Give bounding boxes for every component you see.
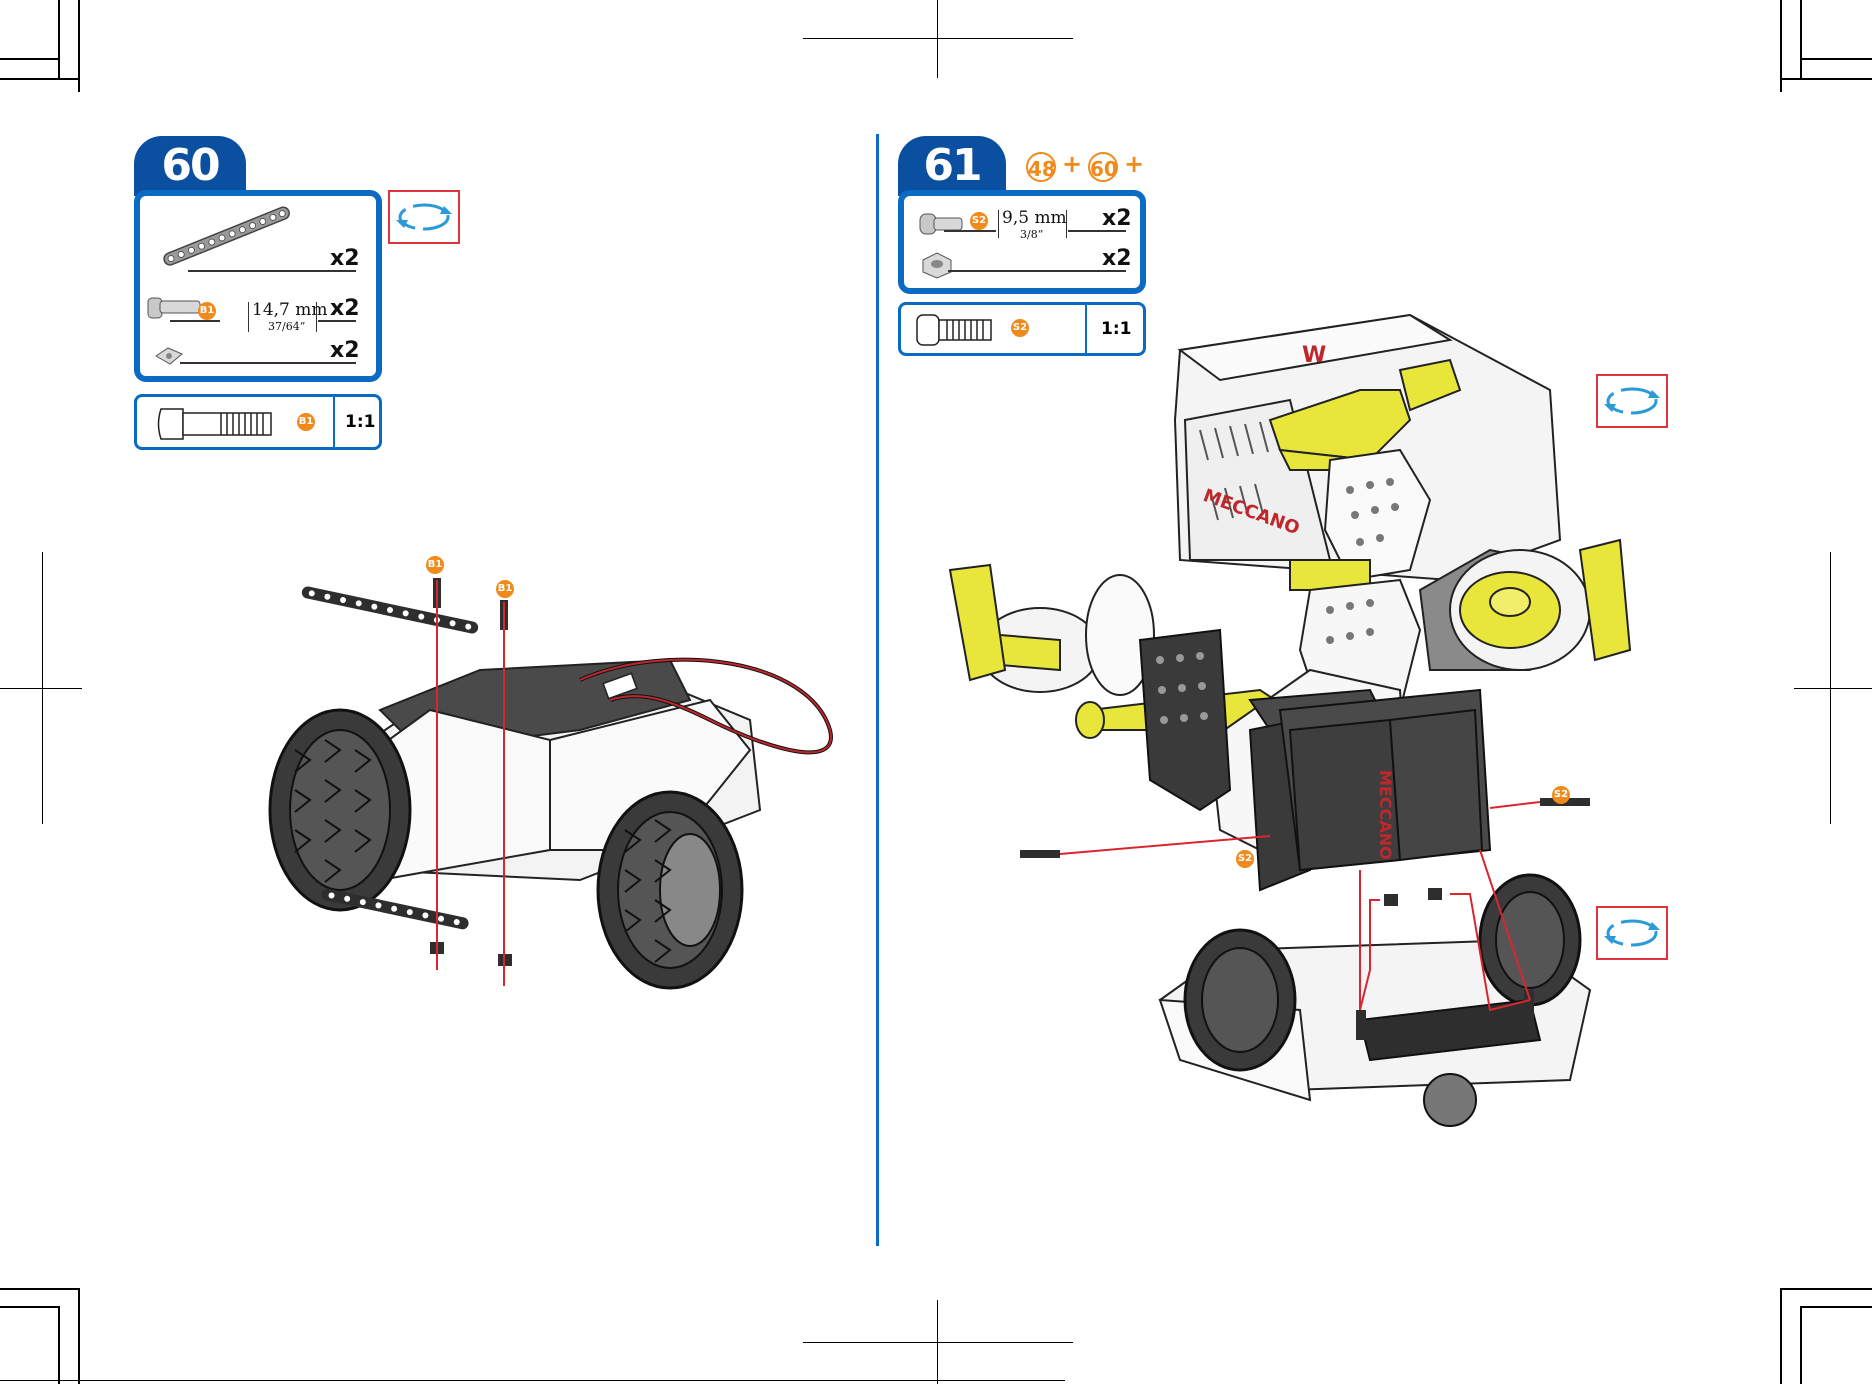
- rotate-view-icon: [388, 190, 460, 244]
- scale-label: 1:1: [345, 412, 375, 432]
- bolt-actual-size-icon: [155, 407, 275, 441]
- screw-icon: [918, 210, 968, 238]
- callout-b1-a: B1: [426, 556, 444, 574]
- svg-text:MECCANO: MECCANO: [1376, 770, 1395, 860]
- nut-qty: x2: [330, 338, 360, 363]
- s2-length-mm: 9,5 mm: [1002, 208, 1067, 228]
- s2-badge: S2: [970, 212, 988, 230]
- s2-length-in: 3/8”: [1020, 228, 1043, 241]
- nut-icon: [920, 250, 954, 280]
- page-divider: [876, 134, 879, 1246]
- bolt-qty: x2: [330, 296, 360, 321]
- scale-box: B1 1:1: [134, 394, 382, 450]
- plus-sign-1: +: [1062, 150, 1082, 178]
- bolt-icon: [146, 290, 206, 324]
- callout-b1-b: B1: [496, 580, 514, 598]
- ref-step-48: 48: [1026, 152, 1056, 182]
- svg-text:W: W: [1302, 343, 1326, 368]
- strip-icon: [152, 204, 302, 270]
- parts-box-61: S2 9,5 mm 3/8” x2 x2: [898, 190, 1146, 294]
- robot-assembly-illustration: W MECCANO: [930, 310, 1720, 1150]
- strip-qty: x2: [330, 246, 360, 271]
- square-nut-icon: [154, 344, 184, 368]
- ref-step-60: 60: [1088, 152, 1118, 182]
- b1-length-in: 37/64”: [268, 320, 305, 333]
- step-number: 60: [134, 136, 246, 196]
- callout-s2-right: S2: [1552, 786, 1570, 804]
- chassis-assembly-illustration: [250, 550, 840, 990]
- scale-b1-badge: B1: [297, 413, 315, 431]
- step-number-61: 61: [898, 136, 1006, 196]
- plus-sign-2: +: [1124, 150, 1144, 178]
- nut-qty-61: x2: [1102, 246, 1132, 271]
- parts-box: x2 B1 14,7 mm 37/64” x2 x2: [134, 190, 382, 382]
- callout-s2-left: S2: [1236, 850, 1254, 868]
- b1-badge: B1: [198, 302, 216, 320]
- screw-qty: x2: [1102, 206, 1132, 231]
